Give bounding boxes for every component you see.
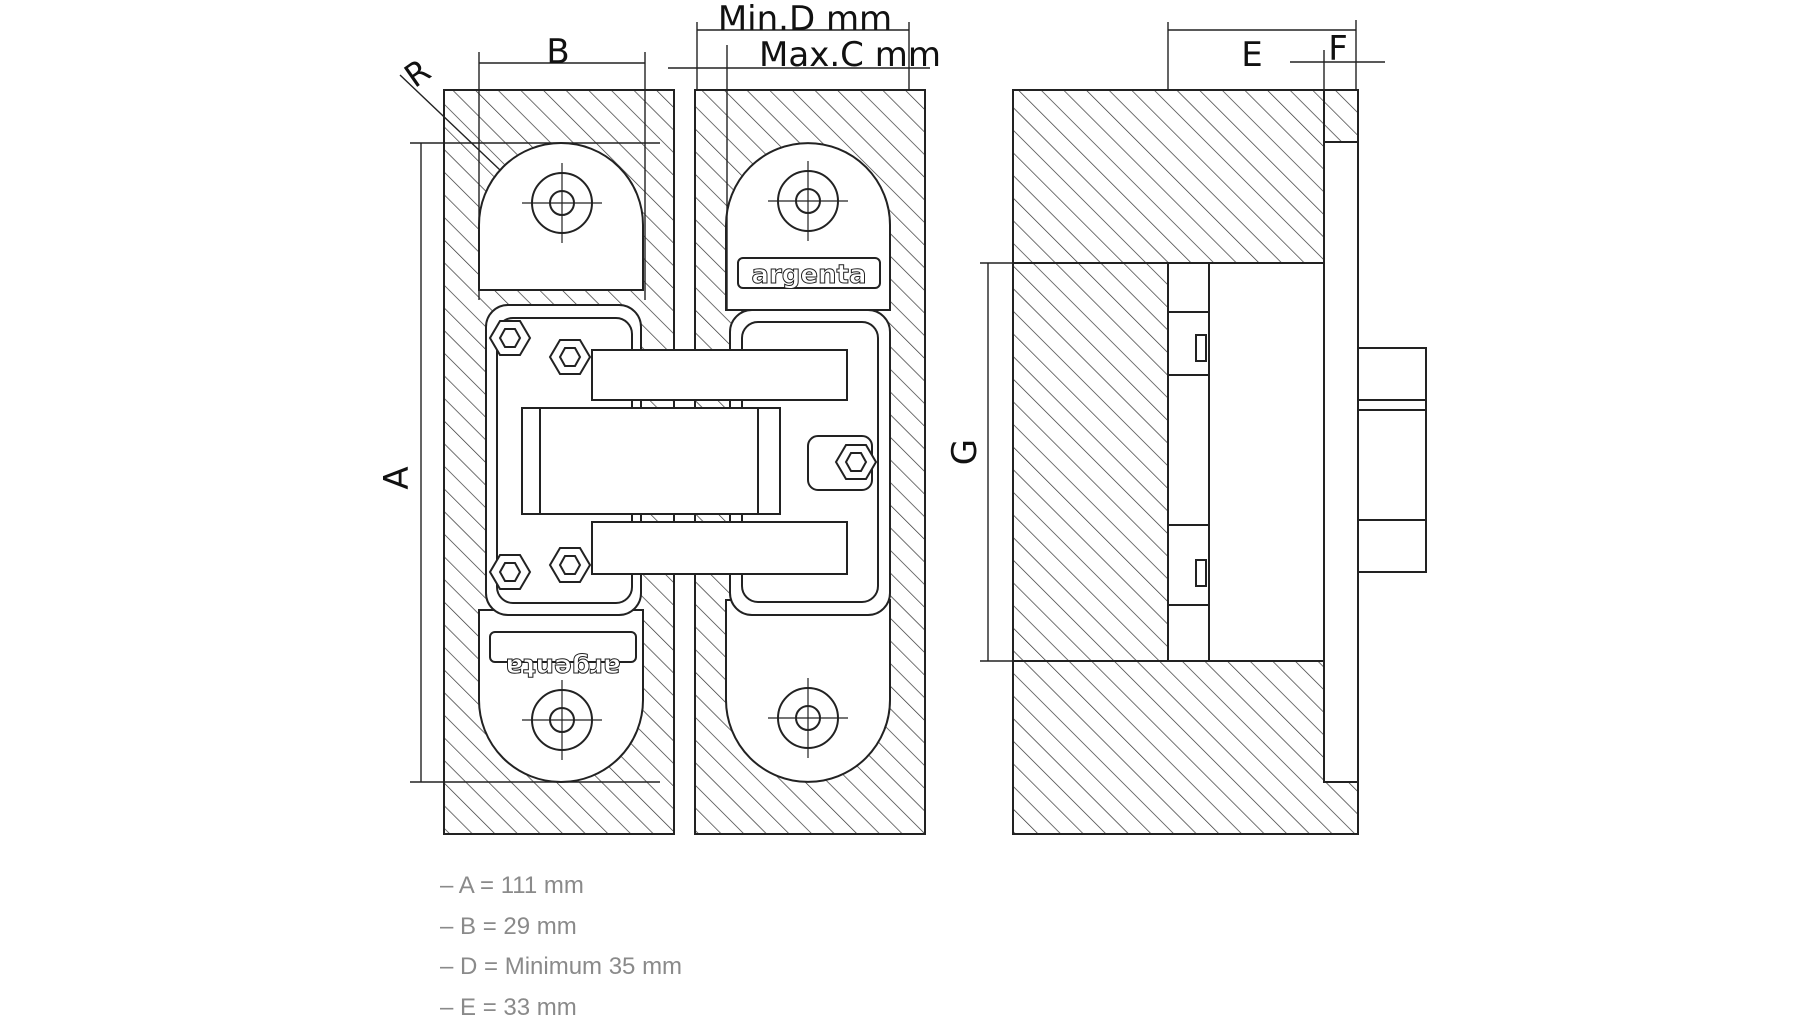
hex-screw-icon [488,320,532,356]
dimension-lines-side [980,20,1385,662]
dimension-label-f: F [1328,29,1348,69]
dimension-label-max-c: Max.C mm [759,35,941,75]
side-view [1012,89,1427,835]
mounting-hole-bottom-right [768,678,848,758]
side-knuckle-bottom [1357,519,1427,573]
hex-screw-icon [488,554,532,590]
hex-screw-icon [807,435,878,491]
dimension-lines-front [399,22,930,783]
side-frame-top [1012,89,1325,264]
side-door-edge [1323,141,1359,783]
hinge-arm-top [591,349,848,401]
dimension-label-r: R [397,51,437,95]
dimension-label-a: A [377,466,417,489]
spec-item-e: – E = 33 mm [440,993,577,1018]
dimension-label-g: G [945,439,985,465]
dimension-label-min-d: Min.D mm [718,0,892,39]
front-view [443,89,926,835]
hex-screw-icon [548,547,592,583]
brand-plate-left [489,631,637,663]
side-frame-bottom [1012,660,1359,835]
side-frame-left [1012,262,1169,662]
dimension-label-e: E [1241,35,1262,75]
brand-logo-left: argenta [505,652,620,682]
spec-item-d: – D = Minimum 35 mm [440,953,683,980]
brand-plate-right [737,257,881,289]
spec-item-a: – A = 111 mm [440,872,584,899]
side-knuckle-top [1357,347,1427,521]
brand-logo-right: argenta [751,260,866,290]
left-hinge-plate [478,142,644,291]
side-hinge-body [1167,262,1325,662]
hinge-arm-bottom [591,521,848,575]
dimension-label-b: B [546,32,569,72]
dimension-spec-list: – A = 111 mm – B = 29 mm – D = Minimum 3… [440,866,682,1018]
mounting-hole-bottom-left [522,680,602,760]
hinge-arm-center [521,407,781,515]
spec-item-b: – B = 29 mm [440,912,577,940]
mounting-hole-top-right [768,161,848,241]
hex-screw-icon [548,339,592,375]
side-frame-top-right [1323,89,1359,143]
mounting-hole-top-left [522,163,602,243]
